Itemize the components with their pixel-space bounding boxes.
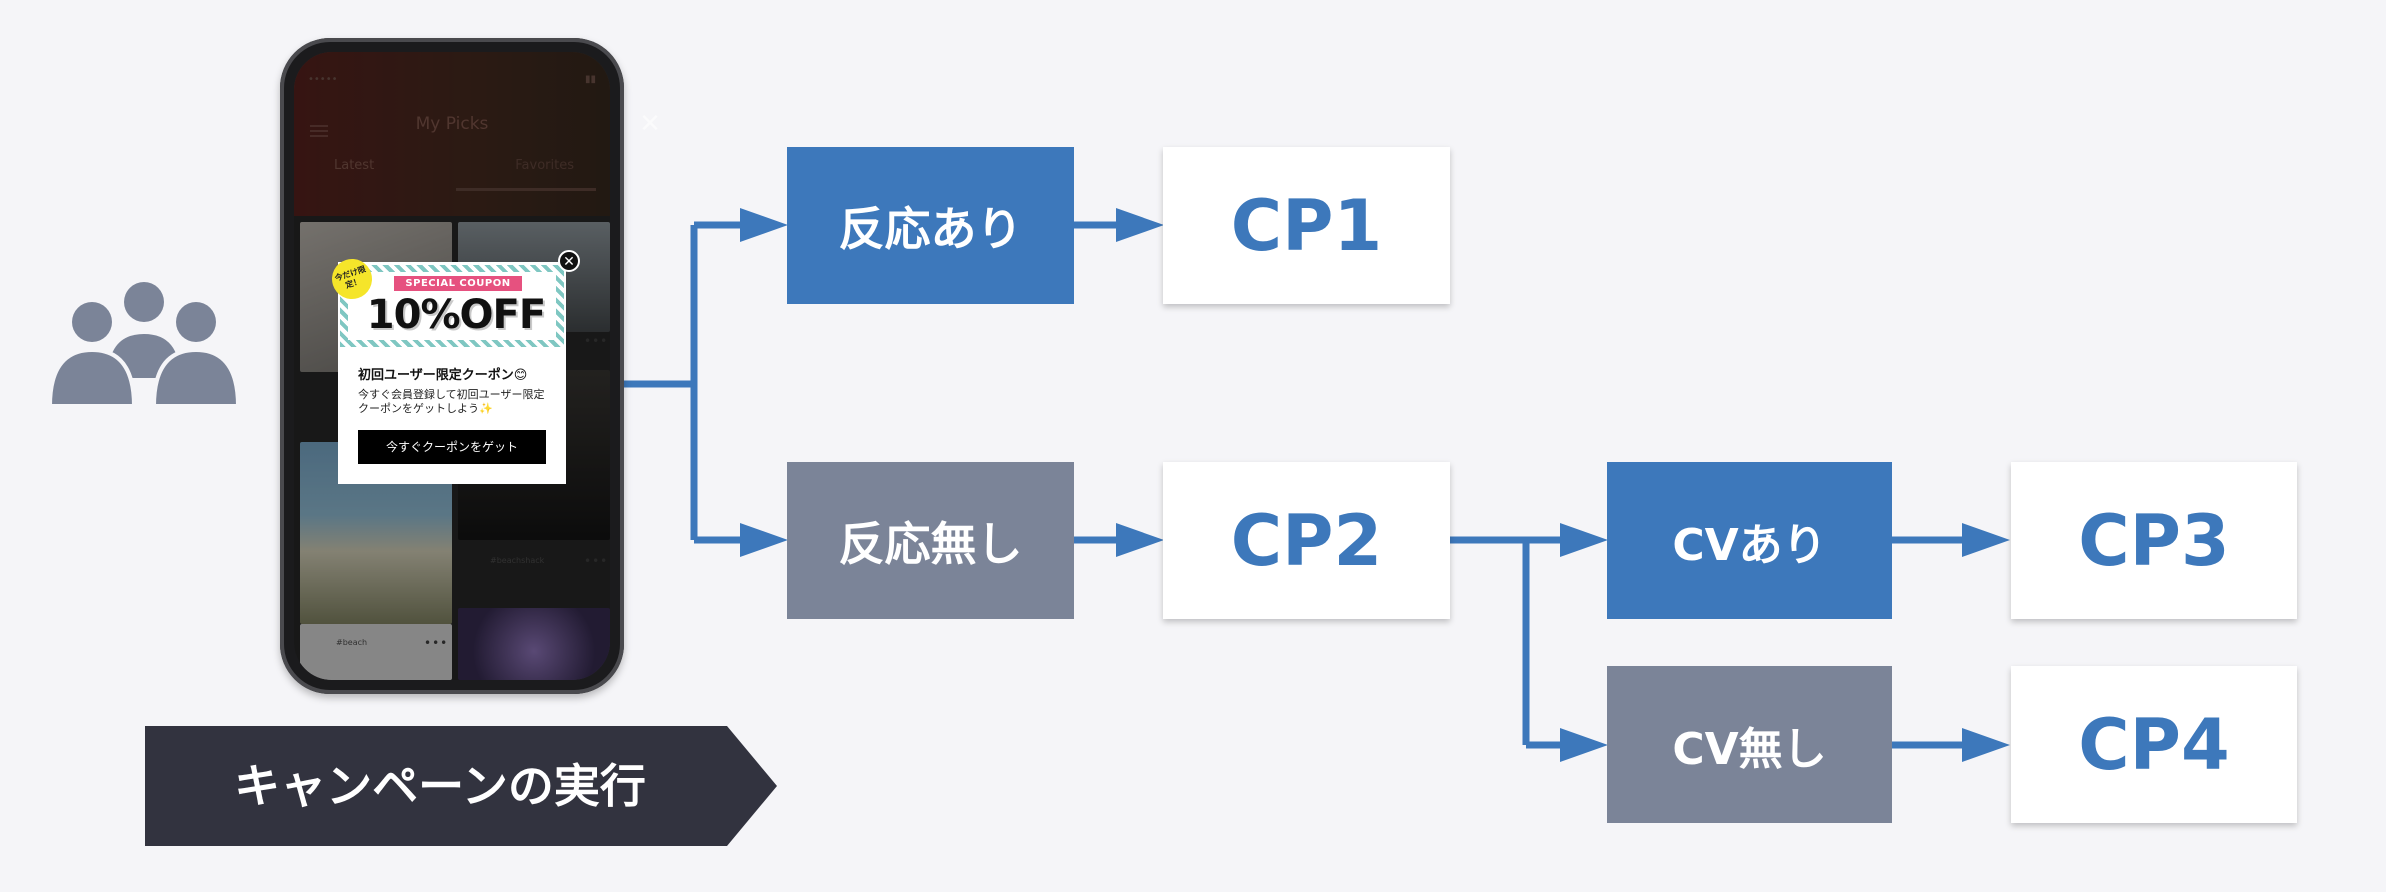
tab-favorites[interactable]: Favorites (515, 158, 574, 173)
coupon-banner: SPECIAL COUPON 10%OFF 今だけ限定！ (326, 253, 564, 347)
cp1-box: CP1 (1163, 147, 1450, 304)
cp3-box: CP3 (2011, 462, 2297, 619)
app-header: •••••▮▮ My Picks Latest Favorites (294, 52, 610, 216)
arrowhead-reaction-no (740, 523, 788, 557)
cv-yes-box: CVあり (1607, 462, 1892, 619)
photo-tile[interactable] (458, 608, 610, 680)
arrowhead-reaction-yes (740, 208, 788, 242)
more-options-icon[interactable]: ••• (584, 554, 609, 568)
arrowhead-cp2 (1116, 523, 1164, 557)
arrowhead-cp4 (1962, 728, 2010, 762)
campaign-label: キャンペーンの実行 (234, 759, 646, 813)
more-options-icon[interactable]: ••• (424, 636, 449, 650)
photo-caption: #beachshack (490, 556, 545, 565)
discount-text: 10%OFF (366, 292, 546, 338)
status-bar: •••••▮▮ (308, 74, 596, 85)
photo-caption: #beach (336, 638, 368, 647)
close-icon[interactable]: ✕ (639, 109, 661, 139)
special-coupon-ribbon: SPECIAL COUPON (394, 276, 522, 291)
arrowhead-cv-yes (1560, 523, 1608, 557)
reaction-no-box: 反応無し (787, 462, 1074, 619)
more-options-icon[interactable]: ••• (584, 334, 609, 348)
popup-close-icon[interactable]: ✕ (558, 250, 580, 272)
cv-no-box: CV無し (1607, 666, 1892, 823)
cp4-box: CP4 (2011, 666, 2297, 823)
photo-tile[interactable] (300, 624, 452, 680)
get-coupon-button[interactable]: 今すぐクーポンをゲット (358, 430, 546, 464)
arrowhead-cv-no (1560, 728, 1608, 762)
arrowhead-cp1 (1116, 208, 1164, 242)
coupon-heading: 初回ユーザー限定クーポン😊 (358, 368, 528, 383)
users-group-icon (48, 282, 240, 408)
cp2-box: CP2 (1163, 462, 1450, 619)
coupon-description: 今すぐ会員登録して初回ユーザー限定クーポンをゲットしよう✨ (358, 388, 545, 415)
tab-latest[interactable]: Latest (334, 158, 375, 173)
hamburger-menu-icon[interactable] (310, 122, 328, 140)
reaction-yes-box: 反応あり (787, 147, 1074, 304)
app-title: My Picks (415, 114, 489, 134)
arrowhead-cp3 (1962, 523, 2010, 557)
campaign-label-shape (145, 726, 777, 846)
tab-indicator (456, 188, 596, 191)
coupon-popup: SPECIAL COUPON 10%OFF 今だけ限定！ 初回ユーザー限定クーポ… (326, 253, 566, 484)
